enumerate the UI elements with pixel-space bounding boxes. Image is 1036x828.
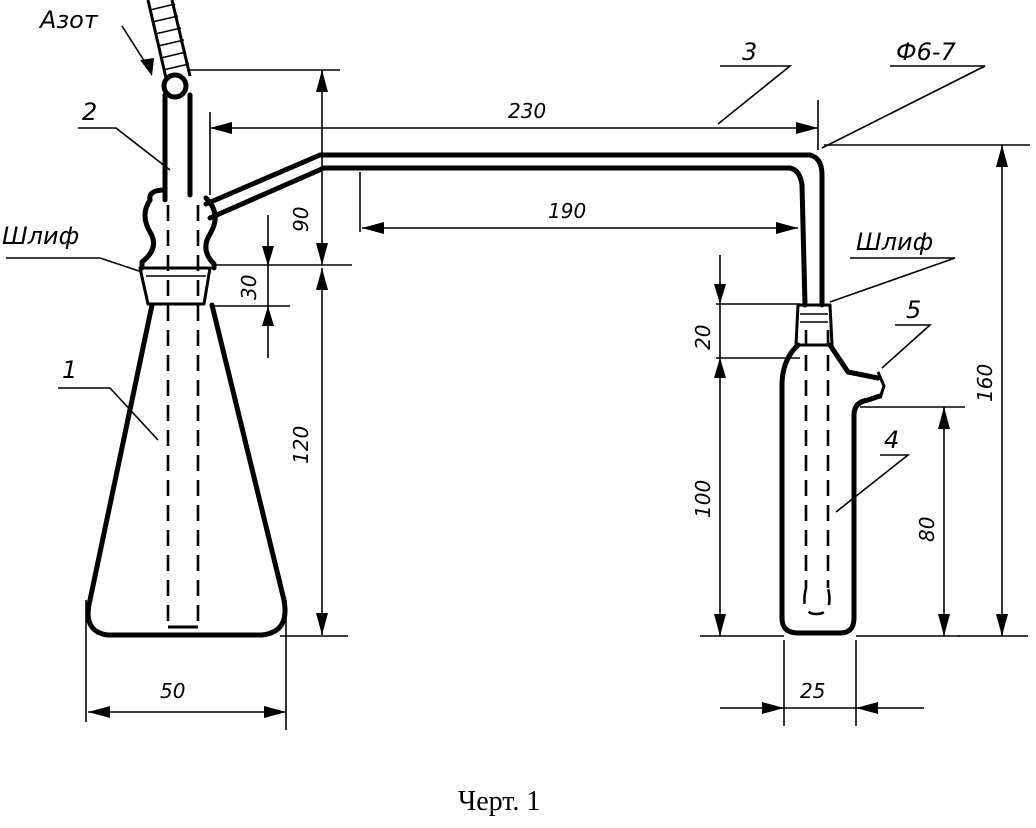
tube-diameter-label: Ф6-7 [896, 38, 957, 66]
part-5-label: 5 [906, 296, 921, 324]
connecting-tube [357, 152, 825, 308]
nitrogen-hose [146, 0, 192, 79]
text-labels: Азот 2 Шлиф 1 3 Ф6-7 Шлиф 5 4 230 190 50… [2, 6, 997, 817]
flask-inner-tube [166, 205, 200, 629]
part-4-label: 4 [884, 426, 899, 454]
dimension-160: 160 [973, 364, 997, 402]
dimension-lines [85, 69, 1030, 730]
figure-caption: Черт. 1 [458, 786, 540, 817]
dimension-25: 25 [800, 679, 825, 703]
dimension-190: 190 [548, 199, 586, 223]
dimension-30: 30 [237, 275, 261, 300]
part-2-label: 2 [82, 98, 97, 126]
dimension-90: 90 [289, 207, 313, 232]
part-3-label: 3 [742, 38, 757, 66]
dimension-20: 20 [691, 325, 715, 350]
dimension-80: 80 [915, 517, 939, 542]
dimension-100: 100 [691, 480, 715, 518]
dimension-50: 50 [160, 679, 185, 703]
ground-joint-left-label: Шлиф [2, 222, 79, 250]
erlenmeyer-flask [85, 266, 288, 638]
ground-joint-right-label: Шлиф [856, 228, 933, 256]
dimension-120: 120 [289, 426, 313, 464]
gas-inlet-head [139, 72, 813, 271]
test-tube-vessel [779, 303, 886, 636]
dimension-230: 230 [508, 99, 546, 123]
part-1-label: 1 [62, 356, 77, 384]
leader-lines [6, 25, 986, 513]
nitrogen-label: Азот [38, 6, 99, 34]
